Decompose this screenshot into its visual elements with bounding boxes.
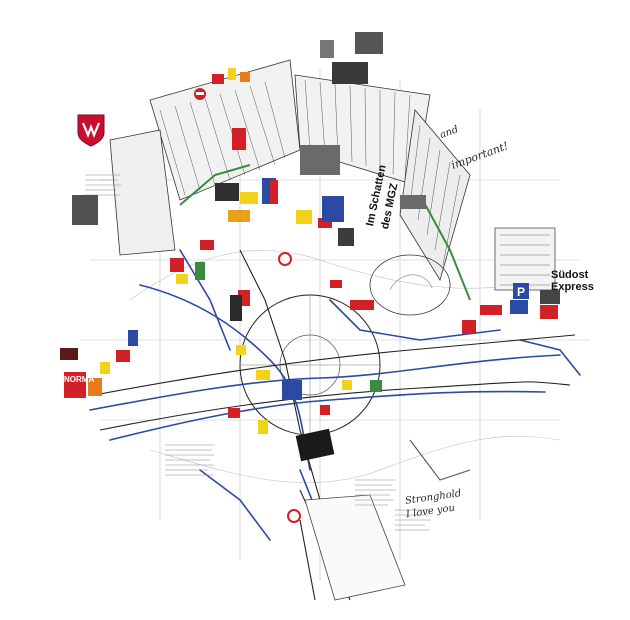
- building-block-right: [494, 227, 556, 291]
- photo-clippings: [72, 32, 560, 462]
- parking-sign-icon: P: [513, 283, 529, 299]
- plaza-circle: [239, 294, 381, 436]
- norma-poster-title: NORMA: [64, 375, 95, 384]
- no-entry-sign-icon: [194, 88, 301, 523]
- city-crest-icon: [77, 114, 105, 147]
- roundabout-right: [369, 254, 451, 316]
- facade-hatching: [159, 79, 461, 266]
- svg-text:P: P: [517, 285, 525, 299]
- sudost-express-title-line1: Südost: [551, 269, 589, 281]
- bottom-paper-shape: [304, 494, 406, 601]
- sudost-express-title-line2: Express: [551, 281, 594, 293]
- building-block-top: [109, 59, 471, 281]
- newspaper-clippings: [85, 174, 431, 531]
- colour-stickers: [60, 68, 558, 434]
- green-route: [179, 164, 471, 301]
